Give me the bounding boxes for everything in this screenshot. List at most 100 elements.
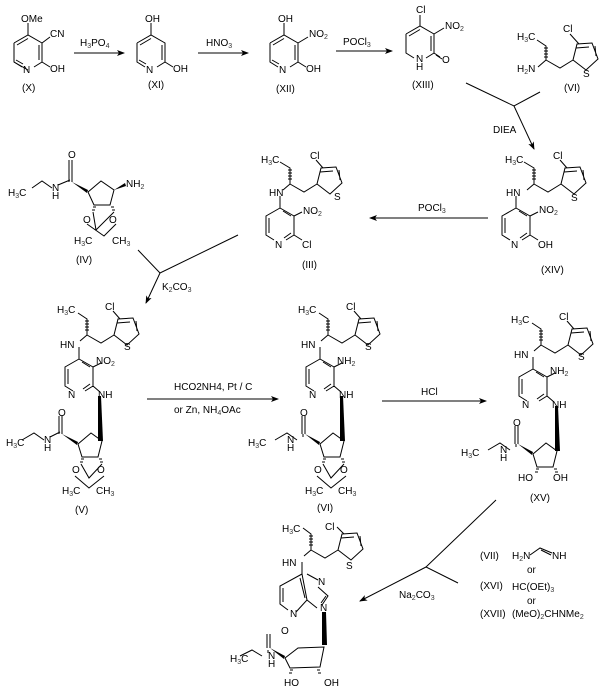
- atom-o2: O: [109, 215, 117, 226]
- atom-oh-top: OH: [145, 14, 160, 25]
- compound-XV: H3C Cl HN S NH2 N NH O H3C N H HO OH (XV…: [461, 312, 594, 504]
- atom-h2n: H2N: [517, 64, 535, 76]
- atom-s: S: [334, 192, 341, 203]
- atom-me2: CH3: [96, 486, 114, 498]
- atom-nh2: NH2: [550, 366, 568, 378]
- atom-n: N: [275, 240, 282, 251]
- atom-no2: NO2: [445, 21, 464, 33]
- compound-label: (VI): [317, 503, 333, 514]
- atom-o2: O: [340, 465, 348, 476]
- atom-h3c: H3C: [517, 32, 535, 44]
- cyclization-reagents: (VII) H2N NH or (XVI) HC(OEt)3 or (XVII)…: [480, 547, 584, 621]
- atom-n: N: [511, 240, 518, 251]
- atom-o: O: [442, 55, 450, 66]
- atom-o1: O: [314, 465, 322, 476]
- compound-label: (XV): [530, 493, 550, 504]
- atom-s: S: [346, 561, 353, 572]
- atom-h: H: [416, 62, 423, 73]
- atom-me2: CH3: [112, 236, 130, 248]
- atom-ethyl-h3c: H3C: [248, 438, 266, 450]
- atom-nh: NH: [552, 400, 566, 411]
- or-2: or: [527, 596, 537, 607]
- atom-h3c: H3C: [282, 524, 300, 536]
- atom-o: O: [68, 150, 76, 161]
- atom-oh: OH: [306, 64, 321, 75]
- atom-ho: HO: [284, 678, 299, 689]
- atom-hn: HN: [301, 340, 315, 351]
- atom-n: N: [146, 65, 153, 76]
- atom-nh: NH: [339, 390, 353, 401]
- atom-me1: H3C: [62, 486, 80, 498]
- reagent-vii-formula: H2N: [512, 551, 530, 563]
- atom-o: O: [513, 418, 521, 429]
- atom-n: N: [68, 390, 75, 401]
- atom-n: N: [522, 400, 529, 411]
- atom-n: N: [52, 183, 59, 194]
- compound-label: (XIV): [541, 265, 564, 276]
- atom-oh: OH: [553, 473, 568, 484]
- atom-cl-thiophene: Cl: [553, 151, 562, 162]
- atom-h3c: H3C: [505, 155, 523, 167]
- compound-XI: OH N OH (XI): [136, 14, 188, 91]
- atom-n: N: [23, 65, 30, 76]
- atom-o2: O: [97, 465, 105, 476]
- reagent-k2co3: K2CO3: [162, 282, 192, 294]
- compound-VI-reduced: H3C Cl HN S NH2 N NH O H3C N H O O H3C C…: [248, 302, 381, 514]
- compound-label: (XIII): [412, 80, 434, 91]
- atom-amide-h: H: [268, 659, 275, 670]
- compound-XII: OH NO2 N OH (XII): [269, 14, 328, 95]
- atom-h3c: H3C: [298, 305, 316, 317]
- atom-n: N: [309, 390, 316, 401]
- atom-amide-h: H: [44, 443, 51, 454]
- compound-XIV: H3C Cl HN S NO2 N OH (XIV): [501, 151, 587, 276]
- atom-cl-thiophene: Cl: [559, 312, 568, 323]
- compound-XIII: Cl NO2 N H O (XIII): [405, 5, 464, 91]
- atom-n-pyridine: N: [290, 609, 297, 620]
- atom-cl: Cl: [563, 24, 572, 35]
- merge-lines-xiii-vi: [465, 82, 541, 107]
- reagent-vii-nh: NH: [552, 551, 566, 562]
- atom-amide-n: N: [44, 435, 51, 446]
- atom-n-imidazole: N: [318, 577, 325, 588]
- atom-o1: O: [72, 465, 80, 476]
- formamidine-bonds: [529, 547, 553, 556]
- merge-lines-xv-reagents: [425, 499, 497, 584]
- atom-nh2: NH2: [126, 179, 144, 191]
- atom-no2: NO2: [303, 206, 322, 218]
- atom-ho: HO: [518, 473, 533, 484]
- reagent-pocl3-2: POCl3: [418, 203, 446, 215]
- atom-no2: NO2: [96, 356, 115, 368]
- atom-s: S: [365, 342, 372, 353]
- atom-n: N: [279, 65, 286, 76]
- compound-label: (VI): [564, 83, 580, 94]
- or-1: or: [527, 565, 537, 576]
- atom-s: S: [583, 69, 590, 80]
- compound-X: OMe CN N OH (X): [13, 14, 65, 94]
- compound-III: H3C Cl HN S NO2 N Cl (III): [261, 151, 343, 271]
- compound-final-product: H3C Cl HN S N N N O H3C N H HO OH: [230, 522, 364, 689]
- compound-label: (V): [75, 505, 88, 516]
- reagent-diea: DIEA: [493, 125, 517, 136]
- atom-oh: OH: [50, 64, 65, 75]
- atom-h3c: H3C: [8, 188, 26, 200]
- reagent-xvii-formula: (MeO)2CHNMe2: [512, 609, 584, 621]
- atom-amide-n: N: [500, 445, 507, 456]
- atom-h3c: H3C: [57, 305, 75, 317]
- reagent-zn-nh4oac: or Zn, NH4OAc: [174, 405, 241, 417]
- atom-ome: OMe: [21, 14, 43, 25]
- reagent-xvi-label: (XVI): [480, 581, 503, 592]
- atom-h3c: H3C: [511, 315, 529, 327]
- atom-amide-h: H: [500, 453, 507, 464]
- atom-o: O: [58, 408, 66, 419]
- compound-VI-amine: H3C Cl H2N S (VI): [517, 24, 599, 94]
- atom-me1: H3C: [74, 236, 92, 248]
- atom-nh: NH: [98, 390, 112, 401]
- arrow-to-final: [359, 566, 427, 602]
- atom-oh: OH: [538, 240, 553, 251]
- atom-me2: CH3: [338, 486, 356, 498]
- atom-oh: OH: [173, 64, 188, 75]
- atom-h3c: H3C: [261, 155, 279, 167]
- reagent-hcl: HCl: [421, 387, 438, 398]
- atom-n9: N: [320, 603, 327, 614]
- reagent-xvii-label: (XVII): [480, 609, 506, 620]
